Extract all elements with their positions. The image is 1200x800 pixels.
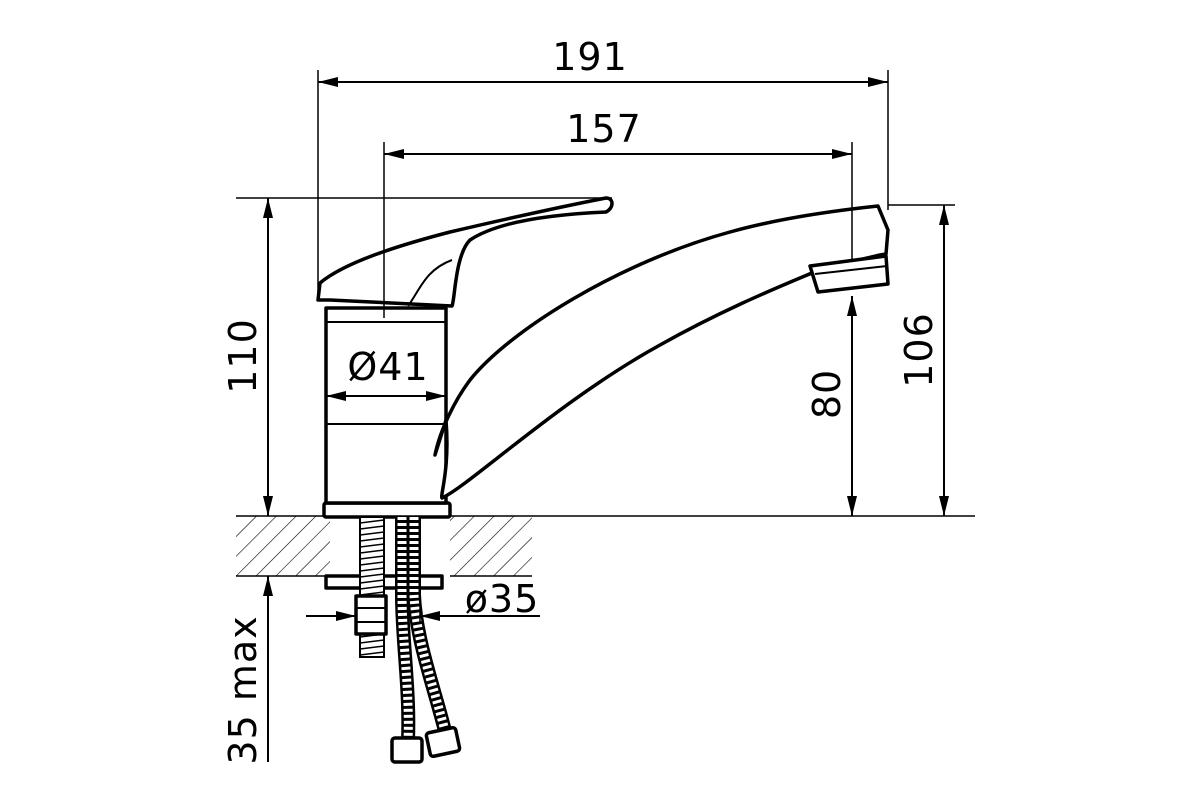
thread-line — [359, 567, 385, 572]
dim-max-deck-thickness: 35 max — [221, 615, 265, 764]
thread-line — [359, 525, 385, 530]
extension-lines — [236, 70, 955, 624]
dim-mount-hole: ø35 — [465, 577, 540, 621]
thread-line — [359, 555, 385, 560]
thread-line — [359, 561, 385, 566]
dimension-lines — [263, 77, 949, 762]
dim-total-height: 110 — [221, 318, 265, 394]
thread-line — [359, 639, 385, 644]
dim-overall-length: 191 — [552, 35, 628, 79]
thread-line — [359, 543, 385, 548]
faucet-spout — [433, 204, 890, 500]
thread-line — [359, 585, 385, 590]
thread-line — [359, 531, 385, 536]
thread-line — [359, 579, 385, 584]
thread-line — [359, 519, 385, 524]
dim-spout-height: 80 — [805, 369, 849, 419]
thread-line — [359, 537, 385, 542]
thread-line — [359, 645, 385, 650]
dim-spout-reach: 157 — [566, 107, 642, 151]
mounting-hardware — [324, 516, 462, 764]
dim-body-diameter: Ø41 — [347, 345, 428, 389]
thread-line — [359, 651, 385, 656]
lever-handle — [316, 196, 614, 308]
thread-line — [359, 573, 385, 578]
countertop-section — [236, 515, 975, 577]
thread-line — [359, 549, 385, 554]
dim-spout-top-height: 106 — [897, 312, 941, 388]
faucet-body — [322, 306, 452, 519]
